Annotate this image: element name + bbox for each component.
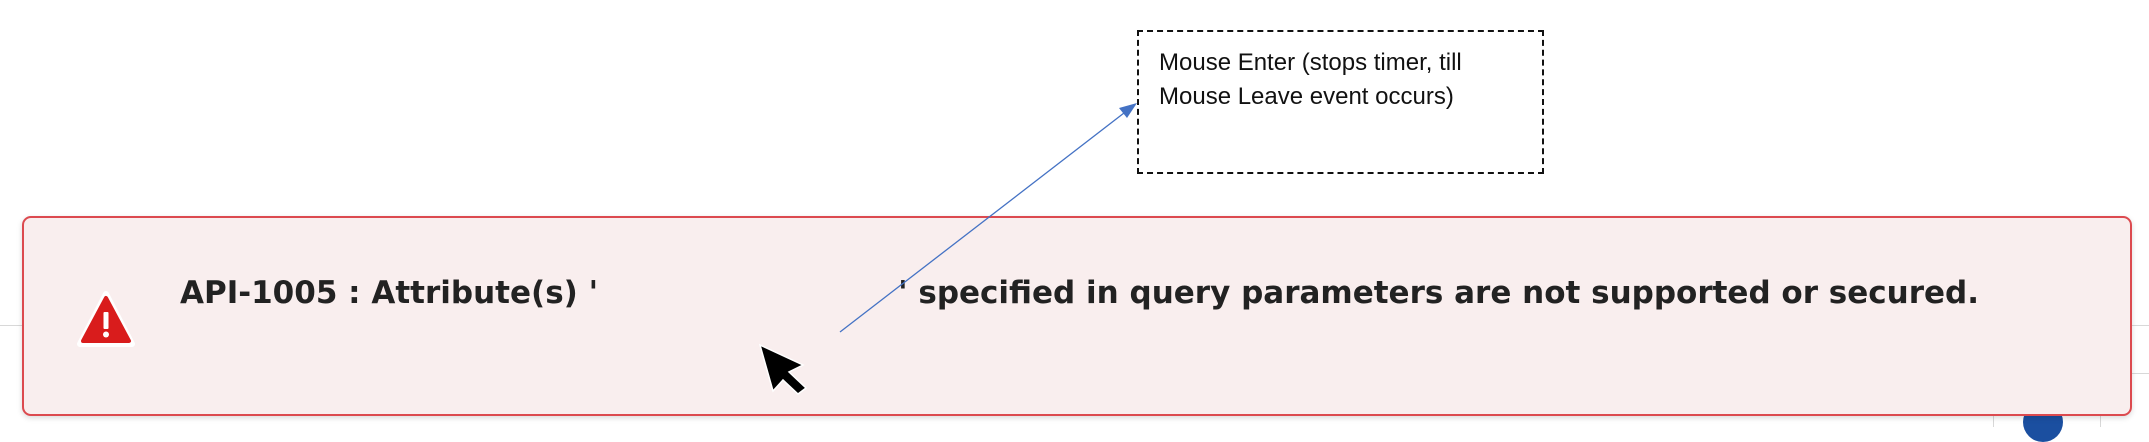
warning-triangle-icon [77, 291, 135, 347]
background-divider [2100, 410, 2101, 427]
error-message-prefix: API-1005 : Attribute(s) ' [180, 275, 599, 311]
annotation-callout: Mouse Enter (stops timer, till Mouse Lea… [1137, 30, 1544, 174]
mouse-pointer-icon [758, 343, 808, 395]
background-divider [1993, 410, 1994, 427]
error-message: API-1005 : Attribute(s) ' ' specified in … [180, 266, 1980, 321]
error-message-suffix: ' specified in query parameters are not … [898, 275, 1980, 311]
background-divider [2130, 373, 2149, 374]
background-divider [0, 325, 30, 326]
annotation-text: Mouse Enter (stops timer, till Mouse Lea… [1159, 49, 1462, 110]
redacted-attribute [598, 279, 899, 310]
error-toast[interactable]: API-1005 : Attribute(s) ' ' specified in … [22, 216, 2132, 416]
annotation-arrow [839, 103, 1137, 333]
background-divider [2130, 325, 2149, 326]
